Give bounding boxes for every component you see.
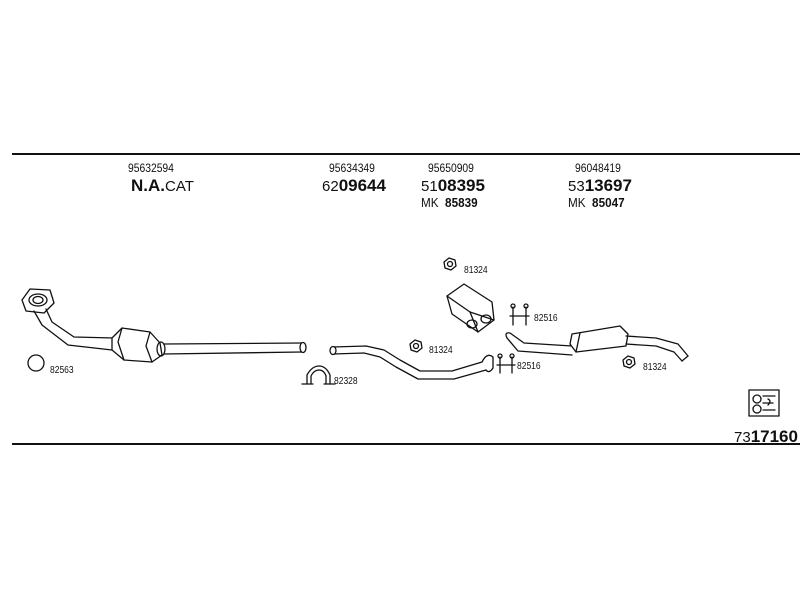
hanger-upper-label: 82516 [534,313,558,324]
nut-mid-icon [409,339,423,353]
part-number-front-pipe: 6209644 [322,177,386,195]
nut-right-label: 81324 [643,362,667,373]
nut-mid-label: 81324 [429,345,453,356]
bottom-rule [12,443,800,445]
kit-main: 17160 [750,427,798,446]
oe-number-rear-silencer: 96048419 [575,161,621,175]
mk-prefix: MK [421,195,439,210]
mk-number: 85047 [592,195,625,210]
catalyst-label-rest: CAT [165,178,194,195]
oe-number-cat: 95632594 [128,161,174,175]
mounting-kit-middle: MK 85839 [421,196,478,209]
nut-right-icon [622,355,636,369]
ring-gasket-label: 82563 [50,365,74,376]
nut-upper-label: 81324 [464,265,488,276]
clamp-label: 82328 [334,376,358,387]
kit-prefix: 73 [734,429,751,446]
mk-prefix: MK [568,195,586,210]
part-number-rear-silencer: 5313697 [568,177,632,195]
nut-upper-icon [443,257,457,271]
mk-number: 85839 [445,195,478,210]
hanger-lower-label: 82516 [517,361,541,372]
part-main: 09644 [338,176,386,195]
top-rule [12,153,800,155]
kit-symbol-icon [748,389,780,417]
kit-number: 7317160 [734,428,798,446]
middle-silencer [446,283,495,333]
catalytic-converter-assembly [21,288,307,363]
part-prefix: 51 [421,178,438,195]
part-number-middle-silencer: 5108395 [421,177,485,195]
clamp-icon [301,365,336,385]
hanger-upper-icon [509,303,530,326]
mounting-kit-rear: MK 85047 [568,196,625,209]
part-prefix: 53 [568,178,585,195]
catalyst-label-bold: N.A. [131,176,165,195]
oe-number-middle-silencer: 95650909 [428,161,474,175]
catalyst-label: N.A.CAT [131,177,194,195]
part-prefix: 62 [322,178,339,195]
hanger-lower-icon [496,353,516,374]
intermediate-pipe [329,345,494,380]
rear-silencer-assembly [505,325,689,362]
oe-number-front-pipe: 95634349 [329,161,375,175]
part-main: 08395 [437,176,485,195]
ring-gasket-icon [27,354,45,372]
part-main: 13697 [584,176,632,195]
